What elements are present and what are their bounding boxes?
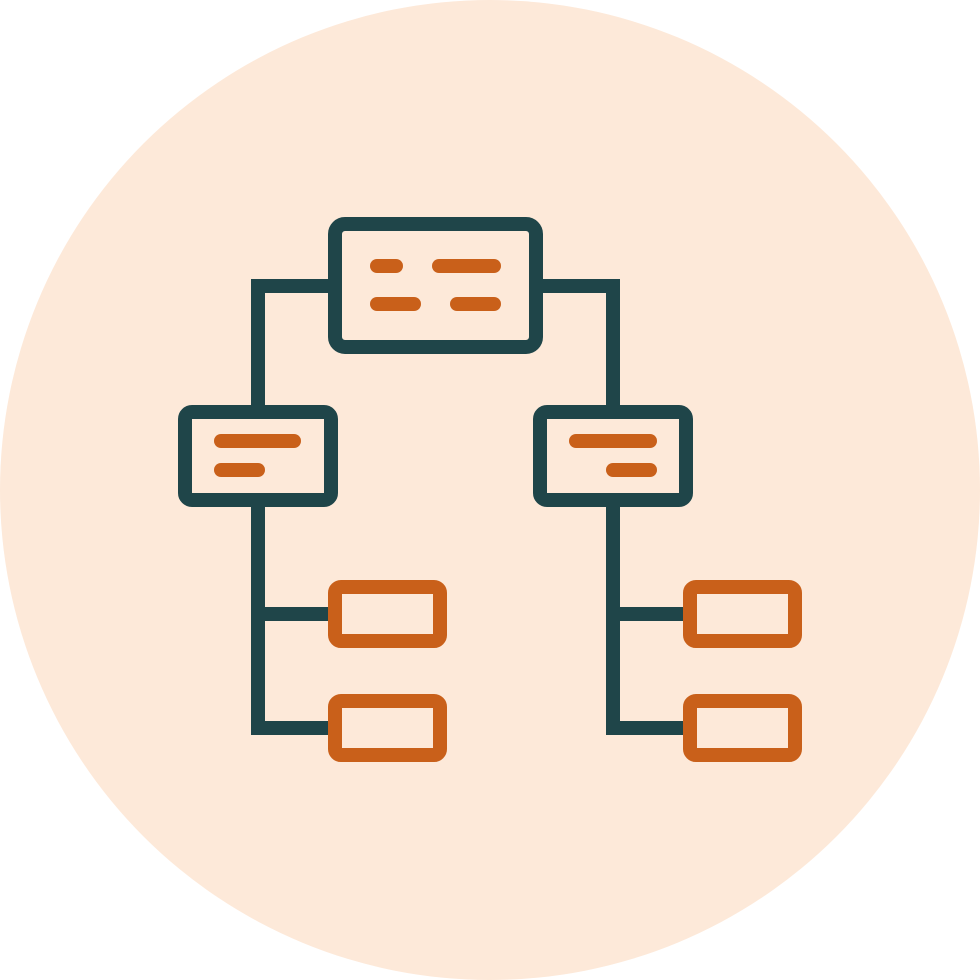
leaf-box-left-upper <box>328 580 447 648</box>
leaf-box-right-lower <box>683 694 802 762</box>
connector-left-node-to-leaves <box>251 493 342 735</box>
right-node-box <box>533 405 693 507</box>
connector-right-node-to-leaves <box>606 493 697 735</box>
leaf-box-left-lower <box>328 694 447 762</box>
root-node-box <box>328 217 543 354</box>
text-line-marks <box>214 259 657 477</box>
connector-lines <box>251 279 697 735</box>
left-node-box <box>178 405 338 507</box>
connector-root-to-right-node <box>529 279 620 419</box>
leaf-boxes <box>328 580 802 762</box>
node-boxes <box>178 217 693 507</box>
leaf-box-right-upper <box>683 580 802 648</box>
connector-root-to-left-node <box>251 279 342 419</box>
